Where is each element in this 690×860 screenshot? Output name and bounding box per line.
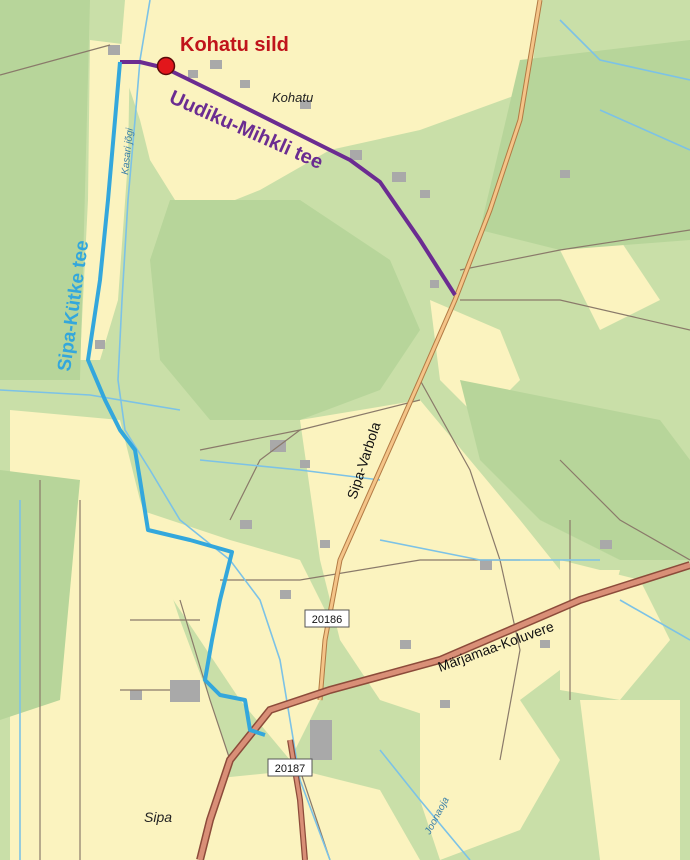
route-sipa-kutke[interactable] <box>86 61 266 737</box>
road-number-20186: 20186 <box>312 614 343 626</box>
river-label-kasari: Kasari jõgi <box>120 127 136 175</box>
tracks <box>0 44 690 860</box>
road-number-badge-20187: 20187 <box>267 758 313 777</box>
route-uudiku-mihkli[interactable] <box>120 60 457 297</box>
road-number-badge-20186: 20186 <box>304 609 350 628</box>
village-label-sipa: Sipa <box>144 809 172 825</box>
buildings <box>95 45 612 760</box>
bridge-marker[interactable] <box>156 56 176 76</box>
road-number-20187: 20187 <box>275 763 306 775</box>
village-label-kohatu: Kohatu <box>272 90 313 105</box>
marker-label: Kohatu sild <box>180 34 289 56</box>
